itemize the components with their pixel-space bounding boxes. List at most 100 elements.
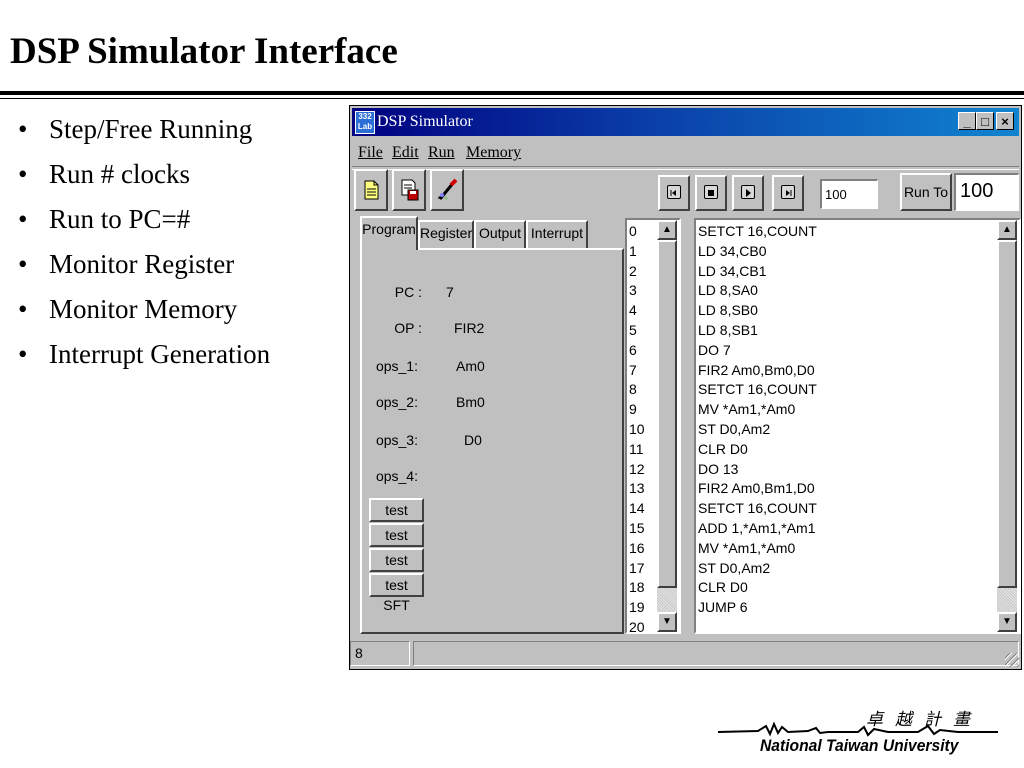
slide-title: DSP Simulator Interface (10, 31, 398, 72)
line-number: 6 (629, 341, 637, 358)
dsp-simulator-window: 332 Lab DSP Simulator _ □ × File Edit Ru… (349, 105, 1022, 670)
tab-program[interactable]: Program (360, 216, 418, 250)
line-number: 1 (629, 242, 637, 259)
program-line[interactable]: DO 7 (698, 341, 731, 358)
new-document-icon (364, 180, 379, 200)
menu-edit[interactable]: Edit (392, 144, 419, 161)
run-to-input[interactable]: 100 (954, 173, 1019, 211)
resize-grip-icon[interactable] (1005, 653, 1019, 667)
window-title: DSP Simulator (377, 113, 473, 130)
run-to-button[interactable]: Run To (900, 173, 952, 211)
line-number: 14 (629, 500, 645, 517)
ops3-value: D0 (464, 432, 482, 448)
bullet-list: •Step/Free Running •Run # clocks •Run to… (18, 113, 270, 383)
scroll-down-button[interactable]: ▼ (997, 612, 1017, 632)
edit-pen-button[interactable] (430, 169, 464, 211)
line-number: 9 (629, 401, 637, 418)
program-listing[interactable]: SETCT 16,COUNT LD 34,CB0 LD 34,CB1 LD 8,SA0… (694, 218, 1021, 634)
maximize-button[interactable]: □ (976, 112, 994, 130)
logo-university-name: National Taiwan University (760, 736, 959, 755)
ops2-value: Bm0 (456, 394, 485, 410)
program-line[interactable]: MV *Am1,*Am0 (698, 539, 796, 556)
ops1-value: Am0 (456, 358, 485, 374)
app-icon[interactable]: 332 Lab (355, 111, 375, 134)
line-number: 16 (629, 539, 645, 556)
arrow-down-icon: ▼ (1002, 616, 1012, 627)
line-number-scrollbar[interactable]: ▲ ▼ (657, 220, 677, 632)
scroll-up-button[interactable]: ▲ (997, 220, 1017, 240)
toolbar-separator (352, 166, 1019, 170)
ops4-label: ops_4: (375, 468, 418, 484)
op-value: FIR2 (454, 320, 485, 336)
program-line[interactable]: LD 8,SA0 (698, 282, 758, 299)
line-number: 11 (629, 440, 644, 457)
clocks-input[interactable]: 100 (820, 179, 878, 209)
arrow-up-icon: ▲ (1002, 224, 1012, 235)
program-line[interactable]: CLR D0 (698, 440, 748, 457)
op-label: OP : (394, 320, 422, 336)
test-mac-button[interactable]: test MAC (369, 523, 424, 563)
tab-register[interactable]: Register (418, 220, 474, 248)
menu-bar: File Edit Run Memory (350, 138, 1021, 166)
minimize-button[interactable]: _ (958, 112, 976, 130)
program-line[interactable]: ST D0,Am2 (698, 559, 771, 576)
stop-button[interactable] (695, 175, 727, 211)
scroll-up-button[interactable]: ▲ (657, 220, 677, 240)
play-button[interactable] (732, 175, 764, 211)
program-line[interactable]: LD 8,SB1 (698, 321, 758, 338)
program-tab-panel: PC : 7 OP : FIR2 ops_1: Am0 ops_2: Bm0 o… (360, 248, 624, 634)
scroll-down-button[interactable]: ▼ (657, 612, 677, 632)
program-line[interactable]: MV *Am1,*Am0 (698, 401, 796, 418)
program-line[interactable]: SETCT 16,COUNT (698, 381, 817, 398)
program-line[interactable]: JUMP 6 (698, 599, 748, 616)
program-line[interactable]: LD 34,CB0 (698, 242, 767, 259)
step-forward-icon (781, 185, 795, 199)
line-number: 18 (629, 579, 645, 596)
bullet-item: •Run # clocks (18, 159, 190, 189)
status-pane (413, 641, 1019, 666)
program-line[interactable]: SETCT 16,COUNT (698, 223, 817, 239)
program-line[interactable]: LD 8,SB0 (698, 302, 758, 319)
title-bar[interactable]: 332 Lab DSP Simulator _ □ × (352, 108, 1019, 136)
program-line[interactable]: ST D0,Am2 (698, 420, 771, 437)
step-back-button[interactable] (658, 175, 690, 211)
program-line[interactable]: FIR2 Am0,Bm1,D0 (698, 480, 815, 497)
line-number: 8 (629, 381, 637, 398)
test-alu-button[interactable]: test ALU (369, 498, 424, 538)
ops2-label: ops_2: (375, 394, 418, 410)
pc-label: PC : (394, 284, 422, 300)
bullet-item: •Step/Free Running (18, 114, 253, 144)
logo-chinese-text: 卓越計畫 (866, 710, 982, 730)
pc-value: 7 (446, 284, 454, 300)
save-document-button[interactable] (392, 169, 426, 211)
save-document-icon (401, 179, 419, 201)
test-sft-button[interactable]: test SFT (369, 573, 424, 613)
program-line[interactable]: LD 34,CB1 (698, 262, 767, 279)
tab-output[interactable]: Output (474, 220, 526, 248)
test-cmp-button[interactable]: test CMP (369, 548, 424, 588)
close-button[interactable]: × (996, 112, 1014, 130)
program-scrollbar[interactable]: ▲ ▼ (997, 220, 1017, 632)
edit-pen-icon (438, 178, 458, 200)
ops3-label: ops_3: (375, 432, 418, 448)
line-number: 2 (629, 262, 637, 279)
program-line[interactable]: CLR D0 (698, 579, 748, 596)
scroll-thumb[interactable] (657, 240, 677, 588)
program-line[interactable]: DO 13 (698, 460, 739, 477)
menu-run[interactable]: Run (428, 144, 455, 161)
program-line[interactable]: ADD 1,*Am1,*Am1 (698, 519, 816, 536)
bullet-item: •Monitor Register (18, 249, 235, 279)
scroll-thumb[interactable] (997, 240, 1017, 588)
menu-memory[interactable]: Memory (466, 144, 522, 161)
menu-file[interactable]: File (358, 144, 383, 161)
program-line[interactable]: SETCT 16,COUNT (698, 500, 817, 517)
program-line[interactable]: FIR2 Am0,Bm0,D0 (698, 361, 815, 378)
line-number: 13 (629, 480, 645, 497)
new-document-button[interactable] (354, 169, 388, 211)
program-lines: SETCT 16,COUNT LD 34,CB0 LD 34,CB1 LD 8,SA0… (698, 222, 817, 618)
step-forward-button[interactable] (772, 175, 804, 211)
tab-interrupt[interactable]: Interrupt (526, 220, 588, 248)
title-divider-thin (0, 98, 1024, 99)
